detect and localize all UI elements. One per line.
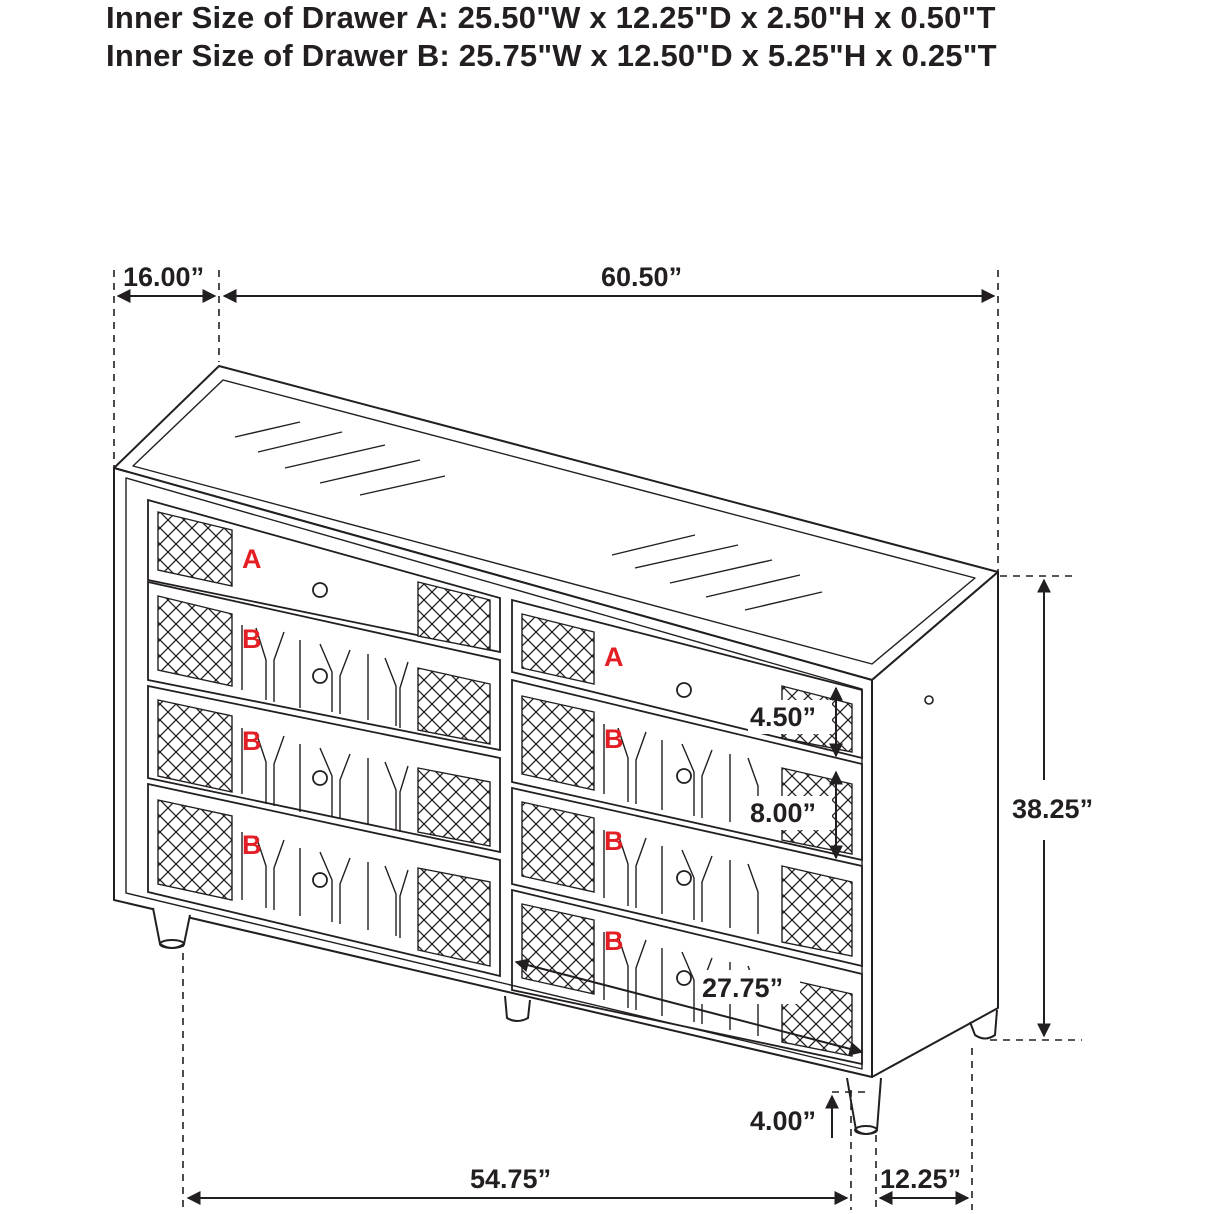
depth-top-label: 16.00” [123,262,204,292]
extension-lines [113,270,1082,1210]
drawer-right-3: B [511,786,863,968]
drawer-left-1: A [147,498,501,654]
left-drawer-column: A B B [147,498,501,978]
drawer-label-a: A [604,642,624,672]
drawer-left-3: B [147,684,501,854]
dresser-legs [152,907,998,1135]
drawer-a-height-label: 4.50” [750,702,816,732]
drawer-label-a: A [242,544,262,574]
drawer-label-b: B [604,724,624,754]
total-width-label: 60.50” [601,262,682,292]
total-height-label: 38.25” [1012,794,1093,824]
drawer-label-b: B [242,624,262,654]
leg-height-label: 4.00” [750,1106,816,1136]
dimension-labels: 16.00” 60.50” 38.25” 4.50” 8.00” 27.75” … [123,262,1093,1194]
drawer-left-2: B [147,580,501,752]
drawer-a-inner-size: Inner Size of Drawer A: 25.50"W x 12.25"… [106,0,996,35]
drawer-label-b: B [242,726,262,756]
drawer-width-label: 27.75” [702,973,783,1003]
drawer-b-height-label: 8.00” [750,798,816,828]
drawer-b-inner-size: Inner Size of Drawer B: 25.75"W x 12.50"… [106,38,997,73]
drawer-label-b: B [604,926,624,956]
drawer-label-b: B [604,826,624,856]
dimension-arrows [116,289,1051,1205]
base-width-label: 54.75” [470,1164,551,1194]
base-depth-label: 12.25” [880,1164,961,1194]
drawer-left-4: B [147,782,501,978]
drawer-label-b: B [242,830,262,860]
